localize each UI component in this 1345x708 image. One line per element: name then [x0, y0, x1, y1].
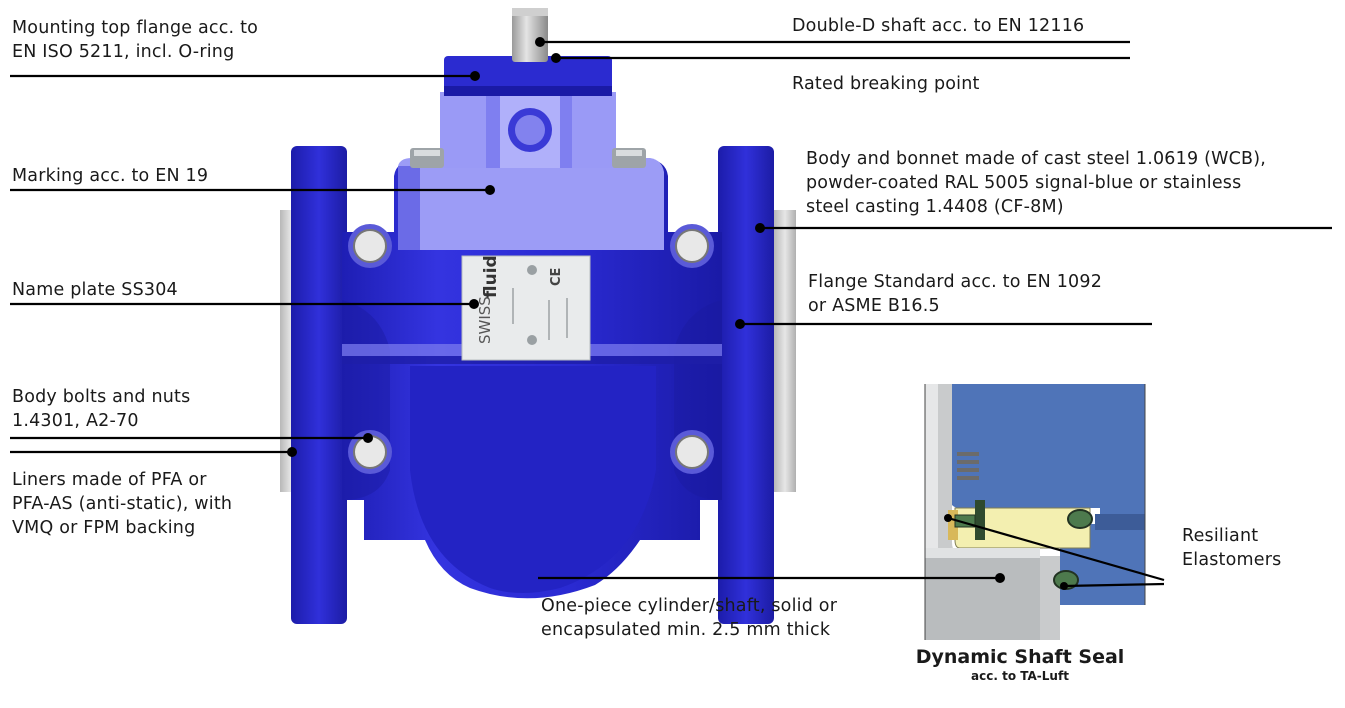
seal-caption-title: Dynamic Shaft Seal [915, 646, 1125, 668]
right-flange [718, 146, 774, 624]
callout-flange-standard: Flange Standard acc. to EN 1092 or ASME … [808, 272, 1103, 316]
plate-ce-mark: CE [549, 268, 564, 286]
double-d-shaft [512, 8, 548, 62]
bonnet-shadow [398, 166, 420, 250]
callout-name-plate: Name plate SS304 [12, 280, 178, 300]
seal-caption-subtitle: acc. to TA-Luft [971, 669, 1069, 683]
body-nut-bottom-right [670, 430, 714, 474]
shaft-top [512, 8, 548, 16]
callout-mounting-flange: Mounting top flange acc. to EN ISO 5211,… [12, 18, 259, 62]
callout-body-bonnet: Body and bonnet made of cast steel 1.061… [806, 149, 1267, 217]
callout-marking: Marking acc. to EN 19 [12, 166, 209, 186]
right-liner [774, 210, 796, 492]
callout-cylinder-shaft: One-piece cylinder/shaft, solid or encap… [541, 596, 838, 640]
body-nut-bottom-left [348, 430, 392, 474]
bonnet [398, 158, 664, 250]
shaft-seal-detail [924, 384, 1146, 640]
leader-lines [10, 40, 1332, 588]
callout-body-bolts: Body bolts and nuts 1.4301, A2-70 [12, 387, 191, 431]
name-plate: SWISS fluid CE [461, 255, 591, 361]
plate-brand-fluid: fluid [481, 255, 501, 298]
body-nut-top-left [348, 224, 392, 268]
body-nut-top-right [670, 224, 714, 268]
plate-brand-swiss: SWISS [476, 296, 494, 344]
left-flange [291, 146, 347, 624]
neck-hole-inner [515, 115, 545, 145]
callout-rated-breaking-point: Rated breaking point [792, 74, 980, 94]
top-neck-right [572, 92, 616, 168]
callout-liners: Liners made of PFA or PFA-AS (anti-stati… [12, 470, 233, 538]
leader-dots [287, 37, 1068, 590]
top-flange-shade [444, 86, 612, 96]
callout-resiliant-elastomers: Resiliant Elastomers [1182, 526, 1282, 570]
bonnet-bolt-right [612, 148, 646, 168]
bonnet-bolt-left [410, 148, 444, 168]
callout-double-d-shaft: Double-D shaft acc. to EN 12116 [792, 16, 1085, 36]
body-lower-bowl [410, 366, 656, 593]
top-neck-left [440, 92, 486, 168]
